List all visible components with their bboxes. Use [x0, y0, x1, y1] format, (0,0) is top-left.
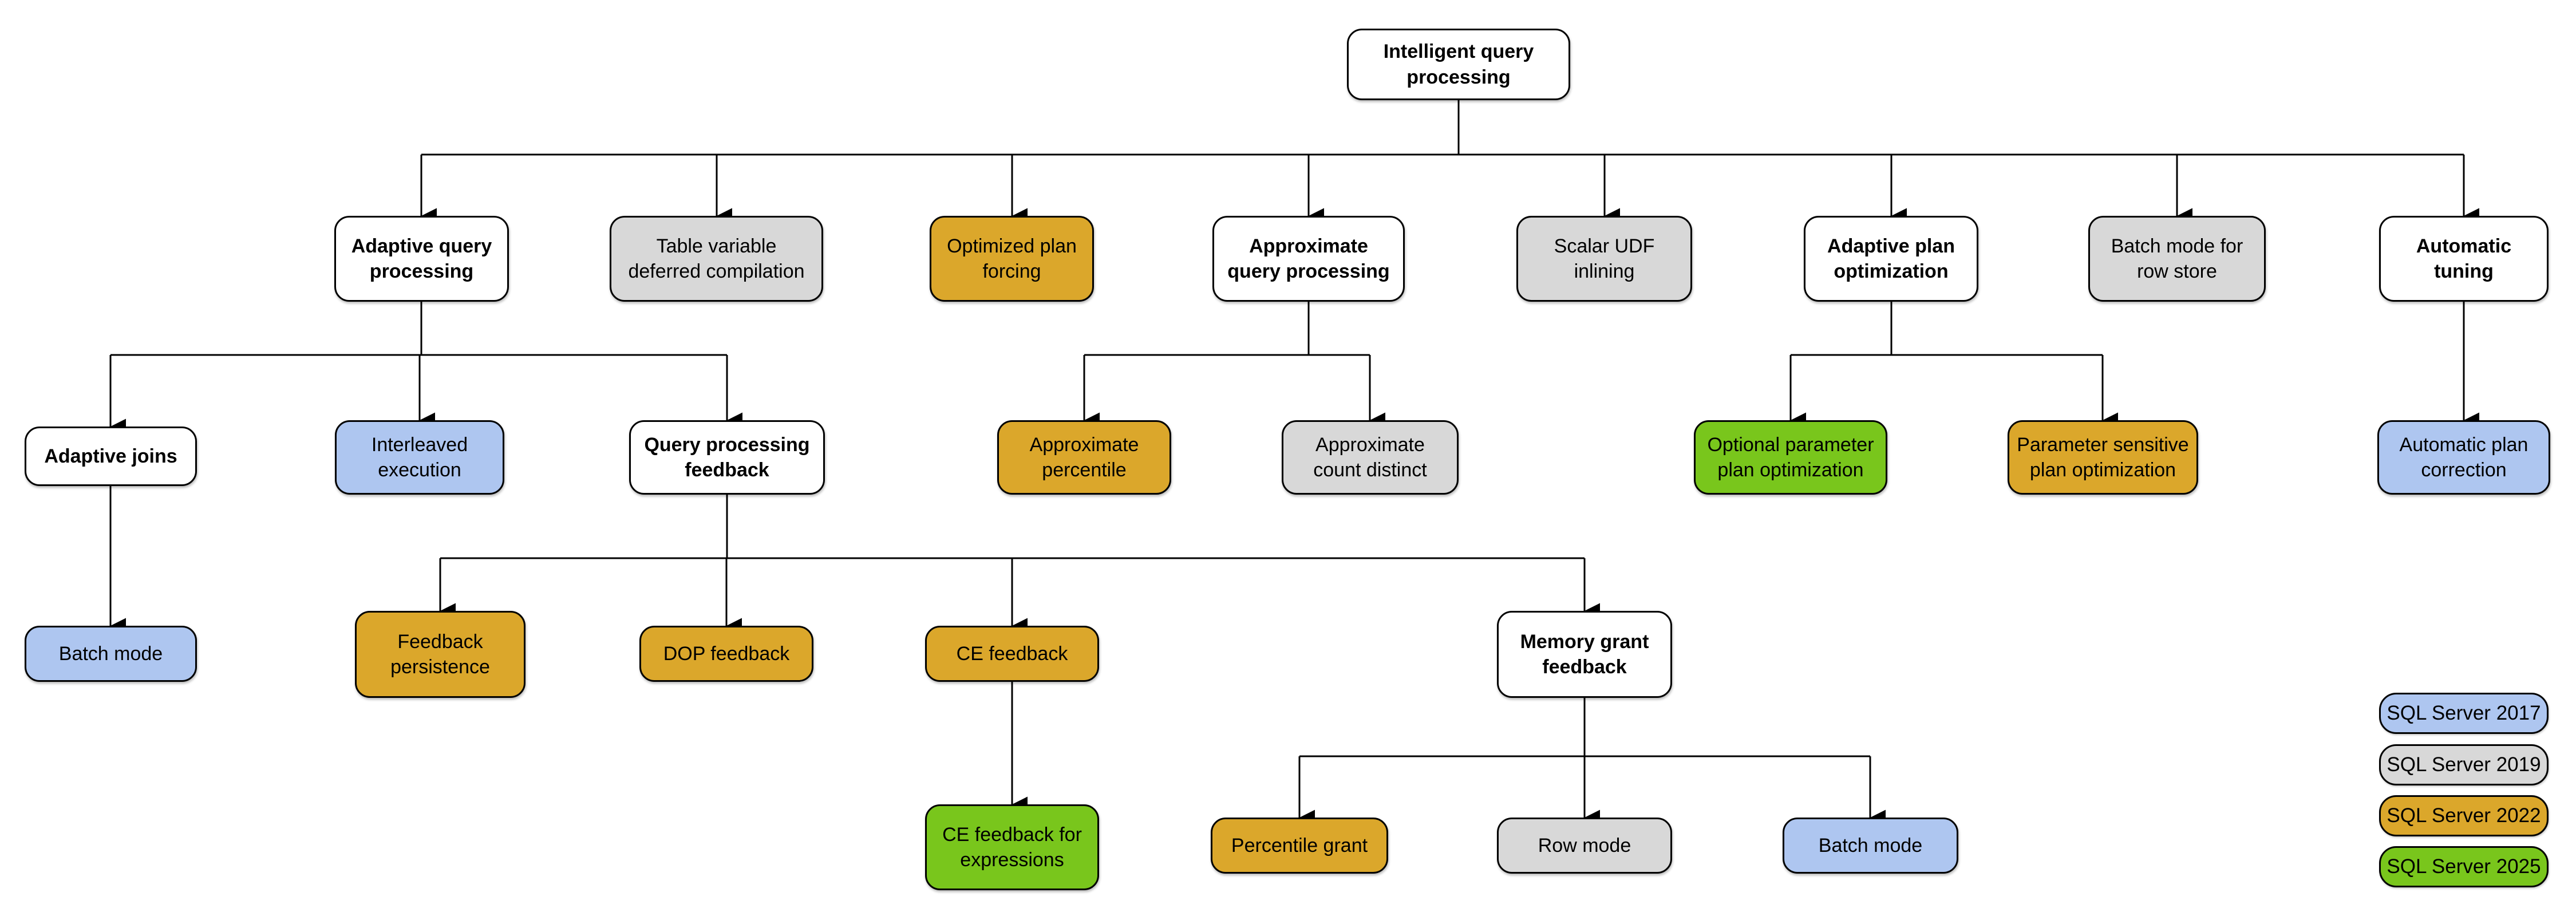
node-optimized-plan-forcing: Optimized plan forcing — [930, 216, 1094, 302]
node-approximate-count-distinct: Approximate count distinct — [1282, 420, 1459, 495]
node-dop-feedback: DOP feedback — [639, 626, 813, 682]
node-ce-feedback: CE feedback — [925, 626, 1099, 682]
node-interleaved-execution: Interleaved execution — [335, 420, 504, 495]
node-query-processing-feedback: Query processing feedback — [629, 420, 825, 495]
node-scalar-udf-inlining: Scalar UDF inlining — [1516, 216, 1692, 302]
node-percentile-grant: Percentile grant — [1211, 818, 1388, 874]
legend-item-sql-server-2019: SQL Server 2019 — [2379, 744, 2549, 785]
node-memory-grant-feedback: Memory grant feedback — [1497, 611, 1672, 698]
node-adaptive-query-processing: Adaptive query processing — [334, 216, 509, 302]
node-automatic-tuning: Automatic tuning — [2379, 216, 2549, 302]
node-approximate-percentile: Approximate percentile — [997, 420, 1171, 495]
node-automatic-plan-correction: Automatic plan correction — [2377, 420, 2550, 495]
node-batch-mode-memory-grant: Batch mode — [1783, 818, 1958, 874]
legend-item-sql-server-2022: SQL Server 2022 — [2379, 795, 2549, 836]
node-ce-feedback-for-expressions: CE feedback for expressions — [925, 804, 1099, 890]
node-feedback-persistence: Feedback persistence — [355, 611, 526, 698]
node-adaptive-plan-optimization: Adaptive plan optimization — [1804, 216, 1978, 302]
node-batch-mode-adaptive-joins: Batch mode — [25, 626, 197, 682]
legend-item-sql-server-2017: SQL Server 2017 — [2379, 693, 2549, 734]
node-approximate-query-processing: Approximate query processing — [1212, 216, 1405, 302]
legend-item-sql-server-2025: SQL Server 2025 — [2379, 846, 2549, 887]
node-row-mode: Row mode — [1497, 818, 1672, 874]
node-optional-parameter-plan-optimization: Optional parameter plan optimization — [1694, 420, 1887, 495]
node-intelligent-query-processing: Intelligent query processing — [1347, 29, 1570, 100]
node-parameter-sensitive-plan-optimization: Parameter sensitive plan optimization — [2008, 420, 2198, 495]
node-adaptive-joins: Adaptive joins — [25, 427, 197, 486]
node-batch-mode-for-row-store: Batch mode for row store — [2088, 216, 2266, 302]
node-table-variable-deferred-compilation: Table variable deferred compilation — [610, 216, 823, 302]
